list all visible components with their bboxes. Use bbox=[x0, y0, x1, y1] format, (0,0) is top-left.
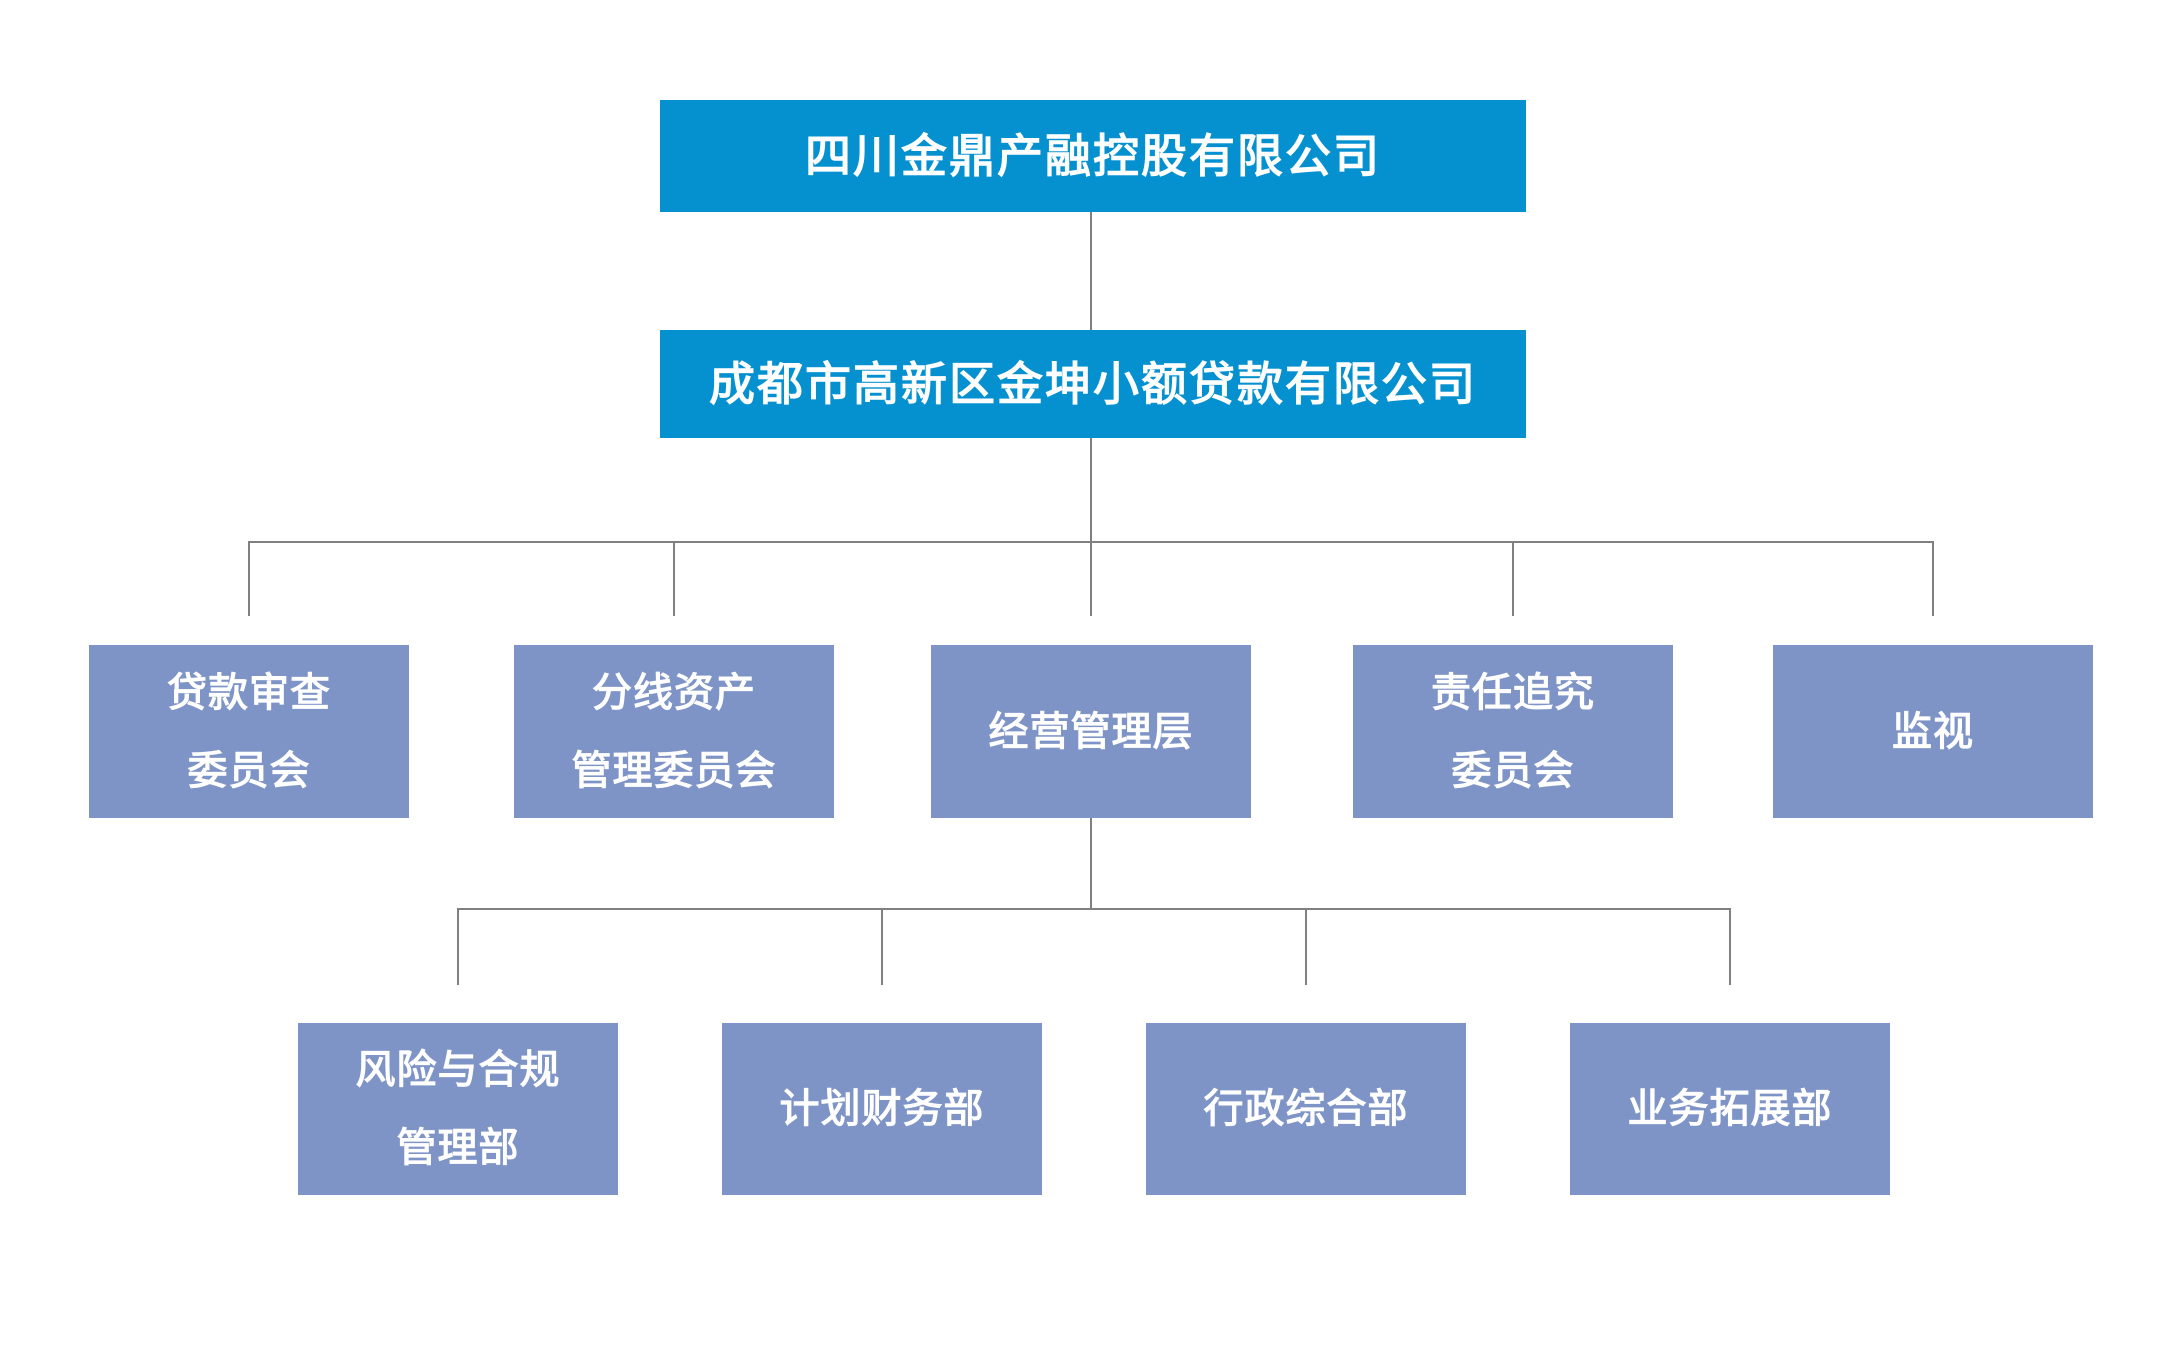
connector-level3-stub bbox=[673, 541, 675, 616]
connector-management-down bbox=[1090, 818, 1092, 910]
connector-root-to-subsidiary bbox=[1090, 212, 1092, 330]
finance-planning-dept-box: 计划财务部 bbox=[722, 1023, 1042, 1195]
connector-level4-stub bbox=[1305, 908, 1307, 985]
node-label-line1: 计划财务部 bbox=[779, 1087, 985, 1131]
connector-level3-stub bbox=[1090, 541, 1092, 616]
admin-general-dept-box: 行政综合部 bbox=[1146, 1023, 1466, 1195]
connector-level4-horizontal bbox=[457, 908, 1731, 910]
node-label-line2: 管理部 bbox=[396, 1126, 520, 1170]
connector-level3-stub bbox=[1932, 541, 1934, 616]
supervision-box: 监视 bbox=[1773, 645, 2093, 818]
node-label-line2: 委员会 bbox=[187, 748, 311, 793]
connector-subsidiary-down bbox=[1090, 438, 1092, 542]
connector-level3-stub bbox=[248, 541, 250, 616]
node-label-line1: 风险与合规 bbox=[355, 1048, 561, 1092]
holding-company-label: 四川金鼎产融控股有限公司 bbox=[805, 130, 1381, 182]
node-label-line1: 分线资产 bbox=[592, 670, 756, 715]
node-label-line1: 监视 bbox=[1892, 709, 1974, 754]
connector-level4-stub bbox=[881, 908, 883, 985]
management-team-box: 经营管理层 bbox=[931, 645, 1251, 818]
subsidiary-company-label: 成都市高新区金坤小额贷款有限公司 bbox=[709, 358, 1477, 410]
subsidiary-company-box: 成都市高新区金坤小额贷款有限公司 bbox=[660, 330, 1526, 438]
holding-company-box: 四川金鼎产融控股有限公司 bbox=[660, 100, 1526, 212]
node-label-line1: 业务拓展部 bbox=[1627, 1087, 1833, 1131]
loan-review-committee-box: 贷款审查 委员会 bbox=[89, 645, 409, 818]
node-label-line2: 委员会 bbox=[1451, 748, 1575, 793]
node-label-line1: 责任追究 bbox=[1431, 670, 1595, 715]
connector-level3-stub bbox=[1512, 541, 1514, 616]
business-development-dept-box: 业务拓展部 bbox=[1570, 1023, 1890, 1195]
accountability-committee-box: 责任追究 委员会 bbox=[1353, 645, 1673, 818]
connector-level4-stub bbox=[1729, 908, 1731, 985]
node-label-line1: 行政综合部 bbox=[1203, 1087, 1409, 1131]
risk-compliance-dept-box: 风险与合规 管理部 bbox=[298, 1023, 618, 1195]
node-label-line1: 贷款审查 bbox=[167, 670, 331, 715]
node-label-line1: 经营管理层 bbox=[988, 709, 1194, 754]
asset-management-committee-box: 分线资产 管理委员会 bbox=[514, 645, 834, 818]
node-label-line2: 管理委员会 bbox=[571, 748, 777, 793]
connector-level4-stub bbox=[457, 908, 459, 985]
